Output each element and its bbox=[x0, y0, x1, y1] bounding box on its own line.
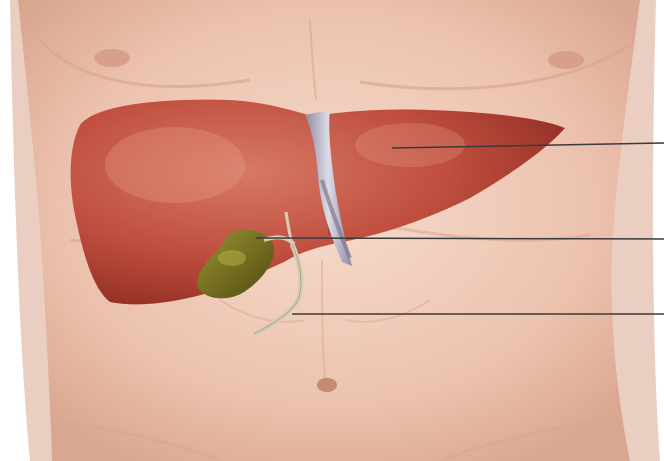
gallbladder-highlight bbox=[218, 250, 246, 266]
nipple-right bbox=[548, 51, 584, 69]
liver-highlight bbox=[105, 127, 245, 203]
nipple-left bbox=[94, 49, 130, 67]
navel bbox=[317, 378, 337, 392]
liver-left-lobe-highlight bbox=[355, 123, 465, 167]
leader-line-gallbladder bbox=[256, 238, 664, 239]
